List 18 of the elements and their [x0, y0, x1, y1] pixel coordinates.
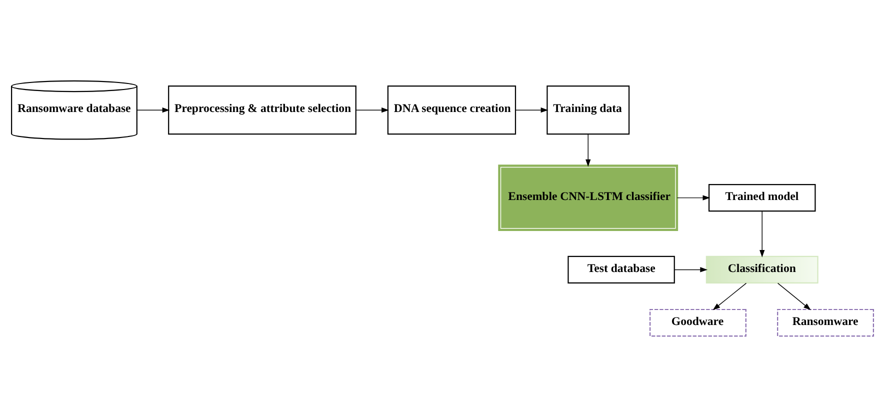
arrow: [136, 108, 170, 113]
arrow: [674, 267, 708, 272]
node-box: Classification: [706, 256, 818, 284]
arrow: [760, 210, 765, 258]
node-box: Test database: [568, 256, 675, 284]
arrow: [676, 195, 710, 200]
node-box: Ensemble CNN-LSTM classifier: [498, 164, 678, 231]
node-box: DNA sequence creation: [387, 86, 516, 135]
node-box: Preprocessing & attribute selection: [168, 86, 356, 135]
arrow: [777, 282, 811, 310]
node-box: Trained model: [708, 184, 816, 212]
node-box: Goodware: [650, 308, 746, 337]
arrow: [356, 108, 389, 113]
node-box: Ransomware: [777, 308, 874, 337]
arrow: [586, 134, 591, 167]
arrow: [712, 282, 747, 310]
arrow: [515, 108, 548, 113]
node-box: Training data: [546, 86, 630, 135]
